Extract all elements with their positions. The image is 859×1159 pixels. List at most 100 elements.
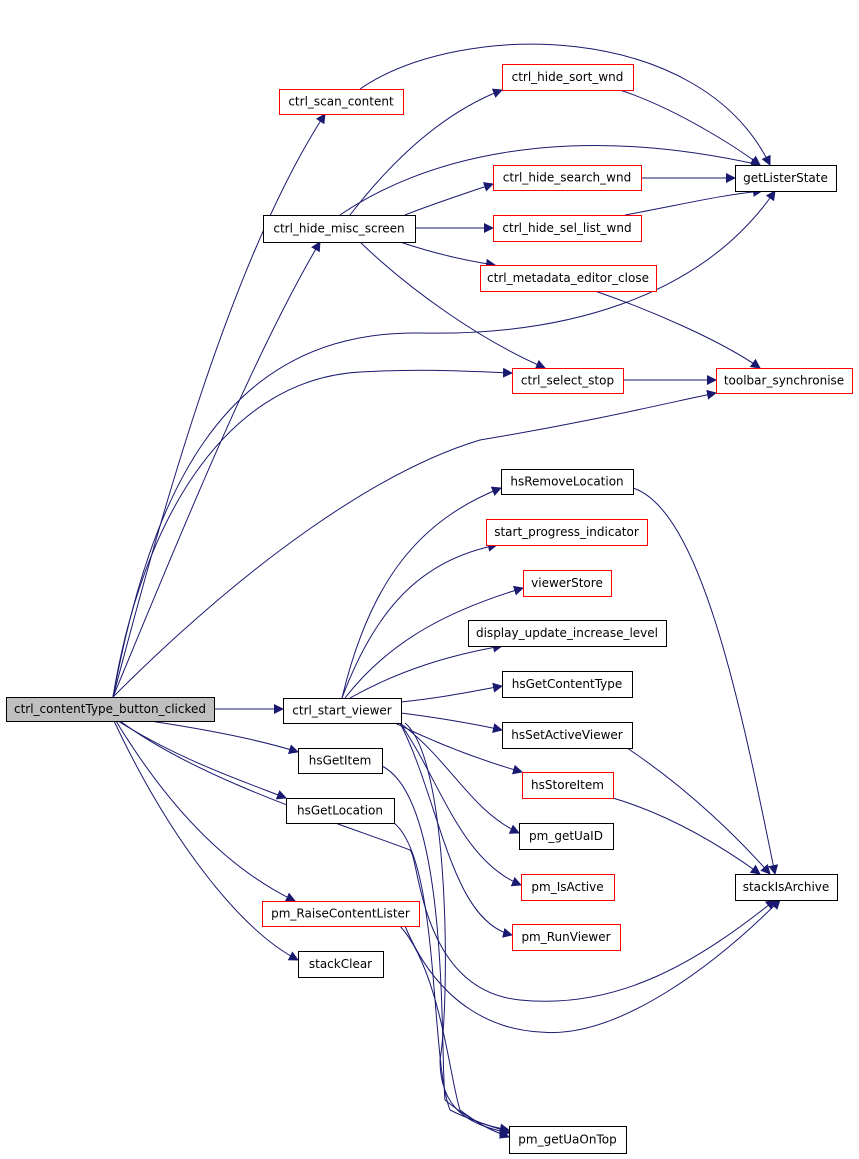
node-label: hsGetLocation — [297, 804, 383, 818]
node-meta[interactable]: ctrl_metadata_editor_close — [480, 265, 657, 292]
node-label: ctrl_select_stop — [521, 374, 614, 388]
edge-sortwnd-to-getLister — [619, 89, 761, 166]
node-label: ctrl_contentType_button_clicked — [14, 702, 206, 716]
node-hsSetActive[interactable]: hsSetActiveViewer — [502, 722, 633, 749]
node-viewerStore[interactable]: viewerStore — [523, 570, 612, 597]
node-label: stackClear — [309, 957, 372, 971]
node-searchwnd[interactable]: ctrl_hide_search_wnd — [493, 165, 642, 191]
node-label: pm_RunViewer — [521, 930, 610, 944]
edge-startViewer-to-pmIsActive — [399, 722, 522, 887]
node-box — [523, 570, 612, 597]
node-box — [502, 722, 633, 749]
node-box — [283, 698, 402, 724]
node-label: pm_RaiseContentLister — [271, 907, 410, 921]
node-box — [522, 772, 614, 799]
node-pmGetUaID[interactable]: pm_getUaID — [519, 823, 614, 850]
edge-scan-to-getLister — [359, 43, 771, 166]
node-label: ctrl_hide_sel_list_wnd — [502, 221, 631, 235]
node-sortwnd[interactable]: ctrl_hide_sort_wnd — [502, 64, 634, 91]
edge-startViewer-to-hsRemove — [341, 486, 502, 699]
node-box — [735, 165, 837, 192]
edge-misc-to-selstop — [359, 241, 546, 370]
node-box — [279, 89, 404, 115]
node-hsGetCT[interactable]: hsGetContentType — [502, 671, 633, 698]
node-selstop[interactable]: ctrl_select_stop — [512, 368, 624, 394]
node-toolbar[interactable]: toolbar_synchronise — [716, 368, 853, 394]
node-box — [519, 823, 614, 850]
node-label: ctrl_hide_search_wnd — [503, 171, 631, 185]
node-label: stackIsArchive — [743, 880, 830, 894]
node-root[interactable]: ctrl_contentType_button_clicked — [6, 697, 215, 722]
node-box — [6, 697, 215, 722]
node-scan[interactable]: ctrl_scan_content — [279, 89, 404, 115]
node-display[interactable]: display_update_increase_level — [468, 620, 667, 647]
node-hsRemove[interactable]: hsRemoveLocation — [501, 469, 634, 495]
edge-startViewer-to-pmRunViewer — [399, 722, 513, 938]
node-box — [468, 620, 667, 647]
edge-pmRaise-to-stackIsArchive — [404, 899, 781, 1034]
node-label: ctrl_metadata_editor_close — [487, 271, 649, 285]
edge-layer — [112, 43, 781, 1139]
node-label: display_update_increase_level — [476, 626, 658, 640]
node-pmRaise[interactable]: pm_RaiseContentLister — [262, 901, 420, 927]
node-label: ctrl_start_viewer — [292, 704, 392, 718]
edge-root-to-stackIsArchive — [119, 720, 776, 1002]
node-label: toolbar_synchronise — [724, 374, 844, 388]
node-label: hsRemoveLocation — [510, 475, 623, 489]
edge-misc-to-getLister — [339, 145, 761, 216]
node-label: ctrl_hide_misc_screen — [273, 222, 404, 236]
node-startViewer[interactable]: ctrl_start_viewer — [283, 698, 402, 724]
edge-root-to-hsGetItem — [149, 720, 299, 755]
edge-misc-to-meta — [399, 241, 496, 269]
node-label: hsGetItem — [309, 754, 372, 768]
node-box — [493, 165, 642, 191]
node-stackClear[interactable]: stackClear — [298, 951, 384, 978]
node-pmRunViewer[interactable]: pm_RunViewer — [512, 924, 621, 951]
node-box — [735, 874, 838, 901]
node-label: hsSetActiveViewer — [511, 728, 623, 742]
node-label: pm_getUaID — [529, 829, 603, 843]
node-stackIsArchive[interactable]: stackIsArchive — [735, 874, 838, 901]
node-getLister[interactable]: getListerState — [735, 165, 837, 192]
edge-misc-to-searchwnd — [404, 182, 494, 216]
node-label: hsStoreItem — [531, 778, 604, 792]
node-label: ctrl_hide_sort_wnd — [512, 70, 624, 84]
edge-startViewer-to-progress — [341, 541, 498, 699]
node-box — [493, 215, 642, 242]
node-layer: ctrl_contentType_button_clicked ctrl_scan… — [6, 64, 853, 1154]
node-pmGetUaOnTop[interactable]: pm_getUaOnTop — [509, 1126, 627, 1154]
node-label: ctrl_scan_content — [288, 95, 394, 109]
node-pmIsActive[interactable]: pm_IsActive — [521, 874, 615, 901]
node-box — [486, 519, 648, 546]
edge-root-to-getLister — [112, 190, 776, 698]
node-hsGetItem[interactable]: hsGetItem — [298, 748, 383, 774]
edge-hsRemove-to-stackIsArchive — [632, 487, 779, 875]
edge-misc-to-sortwnd — [349, 88, 503, 216]
node-label: hsGetContentType — [512, 677, 623, 691]
node-box — [480, 265, 657, 292]
node-misc[interactable]: ctrl_hide_misc_screen — [263, 215, 416, 243]
edge-root-to-toolbar — [112, 389, 717, 698]
node-progress[interactable]: start_progress_indicator — [486, 519, 648, 546]
edge-hsSetActive-to-stackIsArchive — [626, 747, 771, 875]
edge-startViewer-to-hsSetActive — [400, 712, 503, 733]
edge-startViewer-to-hsStoreItem — [394, 722, 523, 775]
node-box — [512, 368, 624, 394]
edge-startViewer-to-viewerStore — [344, 585, 524, 699]
node-hsStoreItem[interactable]: hsStoreItem — [522, 772, 614, 799]
node-box — [262, 901, 420, 927]
edge-startViewer-to-pmGetUaOnTop — [404, 722, 510, 1137]
node-box — [502, 64, 634, 91]
edge-root-to-hsGetLoc — [117, 720, 287, 800]
edge-root-to-scan — [112, 113, 326, 698]
node-box — [298, 951, 384, 978]
node-box — [263, 215, 416, 243]
node-box — [501, 469, 634, 495]
edge-startViewer-to-hsGetCT — [400, 682, 503, 703]
node-box — [298, 748, 383, 774]
node-hsGetLoc[interactable]: hsGetLocation — [286, 798, 395, 824]
edge-sellist-to-getLister — [624, 186, 763, 216]
node-sellist[interactable]: ctrl_hide_sel_list_wnd — [493, 215, 642, 242]
edge-meta-to-toolbar — [594, 290, 761, 369]
